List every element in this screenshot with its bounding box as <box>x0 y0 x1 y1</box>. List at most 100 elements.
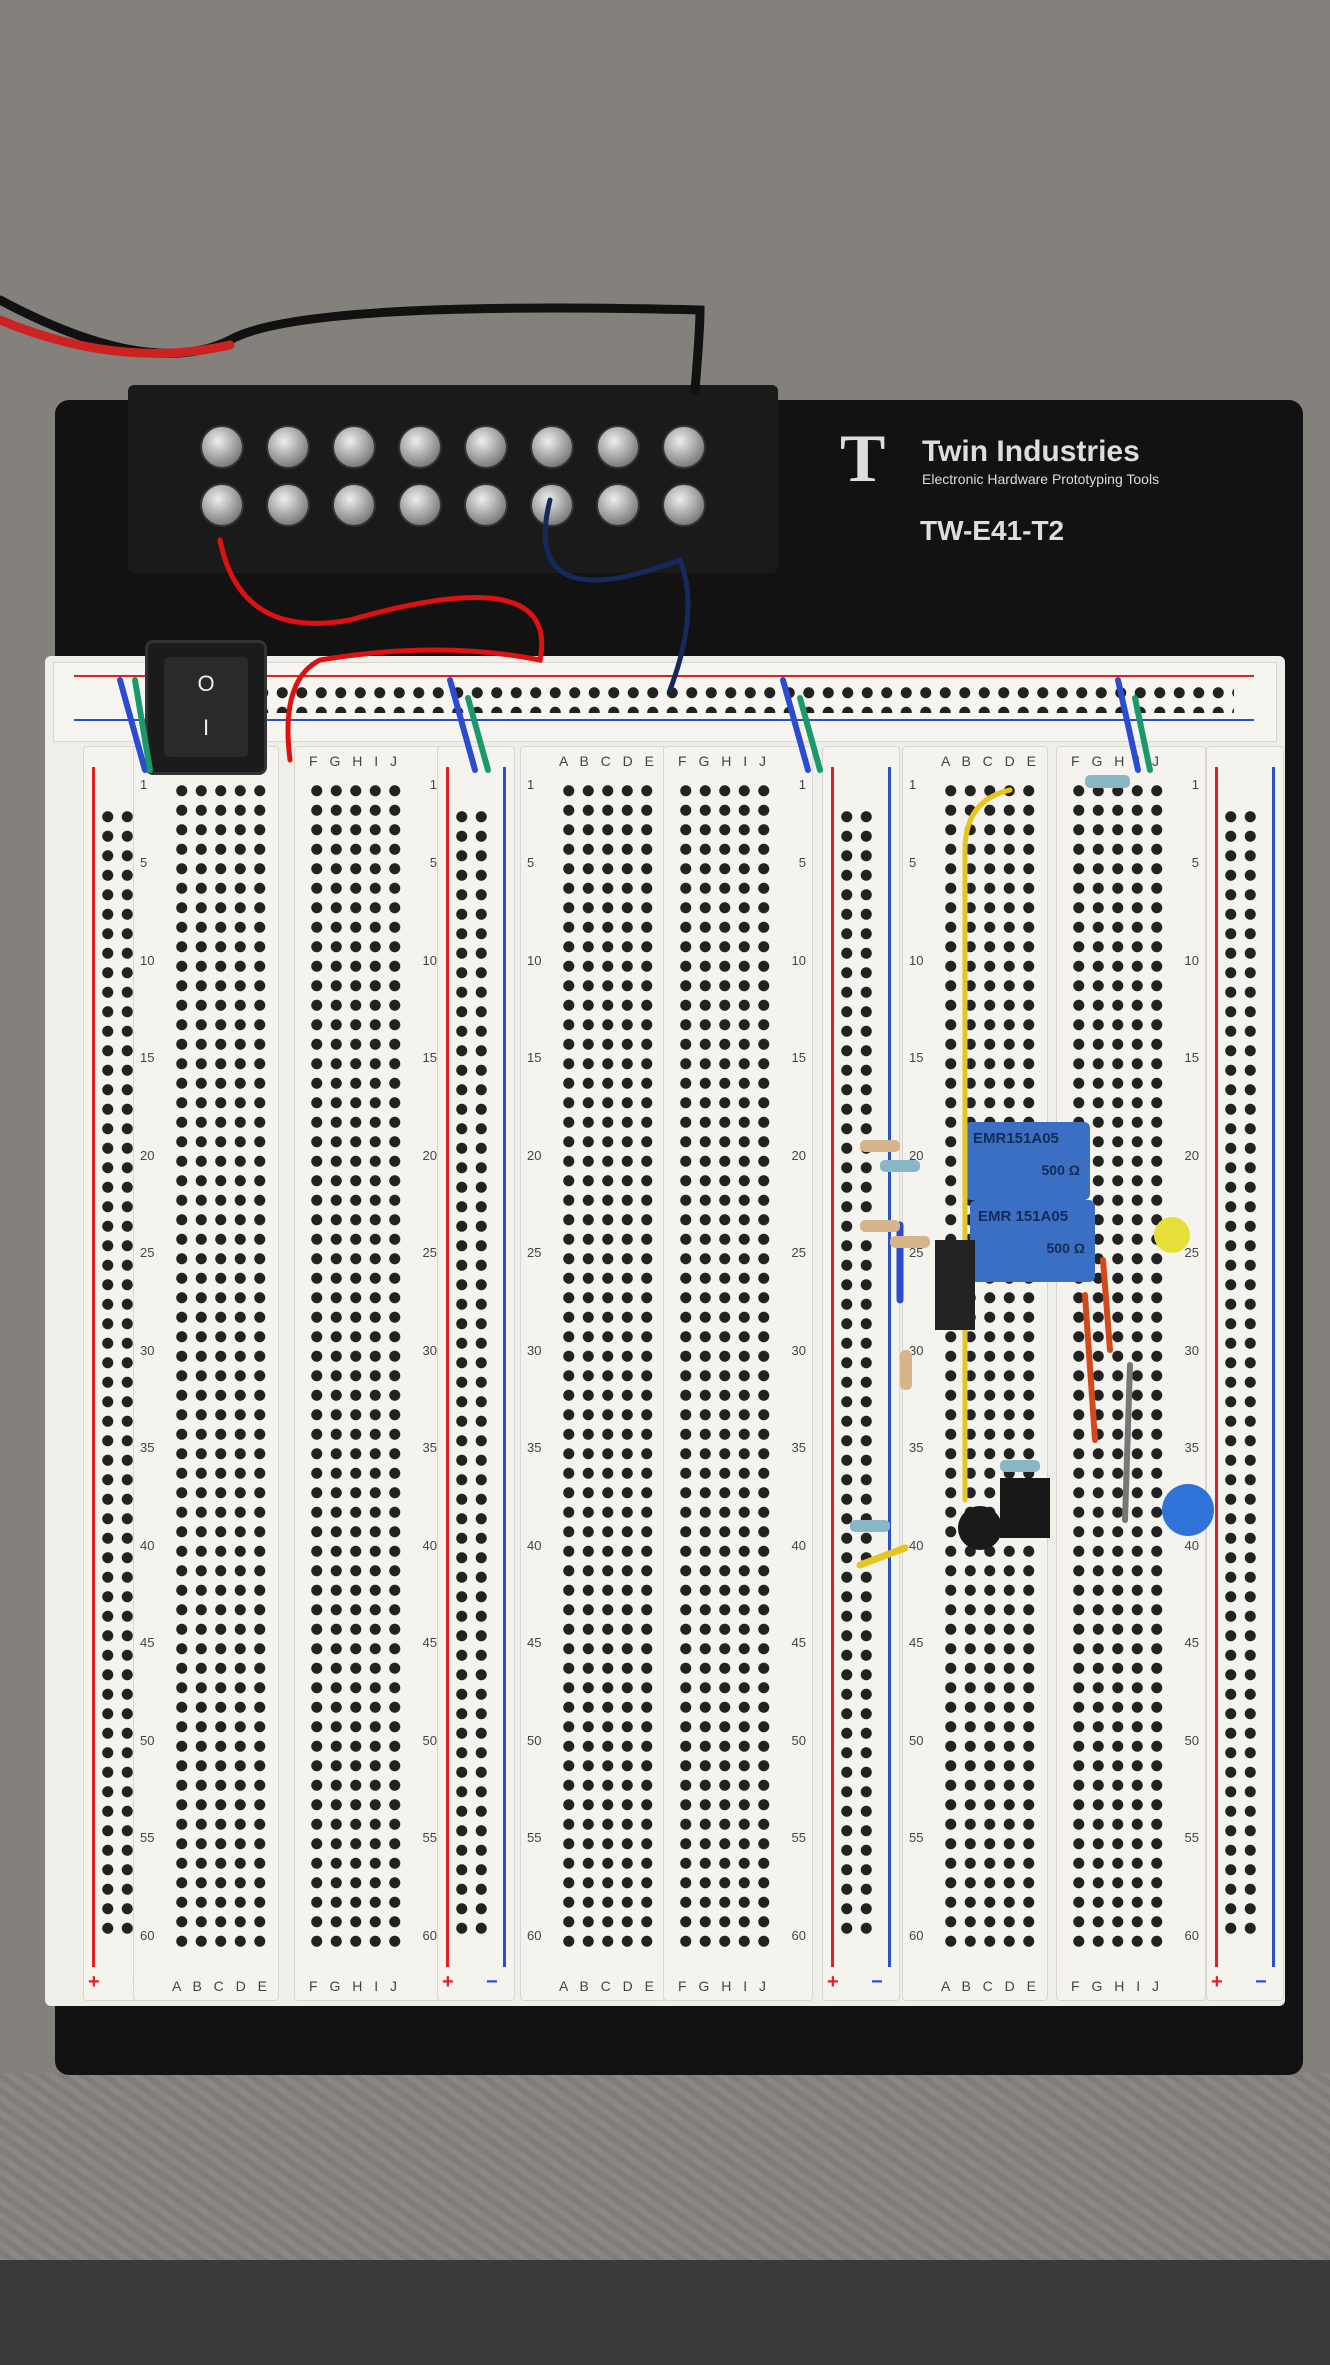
power-holes <box>214 683 1234 713</box>
contact-holes <box>452 807 494 1937</box>
row-number: 35 <box>909 1440 924 1455</box>
row-number: 1 <box>798 777 806 792</box>
row-number: 50 <box>909 1732 924 1748</box>
contact-holes <box>307 781 405 1951</box>
terminal-screw <box>530 483 574 527</box>
row-number: 5 <box>1191 855 1199 870</box>
row-number: 15 <box>527 1050 542 1065</box>
row-number: 50 <box>527 1732 542 1748</box>
terminal-screw <box>200 425 244 469</box>
row-number: 40 <box>791 1537 806 1553</box>
row-number: 35 <box>422 1440 437 1455</box>
row-number: 30 <box>791 1342 806 1358</box>
contact-holes <box>837 807 879 1937</box>
blue-jumper-wire <box>542 497 691 693</box>
row-number: 10 <box>527 952 542 968</box>
red-rail-line <box>446 767 449 1967</box>
blue-rail-line <box>888 767 891 1967</box>
yellow-jumper-wire <box>962 787 1013 1503</box>
plus-label: + <box>827 1971 839 1993</box>
row-number: 60 <box>422 1927 437 1943</box>
row-number: 60 <box>791 1927 806 1943</box>
logo-mark: T <box>840 420 886 496</box>
row-number: 25 <box>140 1245 155 1260</box>
ic-chip <box>1000 1478 1050 1538</box>
blue-rail-line <box>503 767 506 1967</box>
row-number: 45 <box>422 1635 437 1650</box>
red-rail-line <box>831 767 834 1967</box>
breadboard: +−A B C D EA B C D E15101520253035404550… <box>45 656 1285 2006</box>
row-number: 15 <box>791 1050 806 1065</box>
contact-holes <box>1221 807 1263 1937</box>
row-number: 1 <box>909 777 917 792</box>
row-number: 55 <box>909 1830 924 1845</box>
column-labels: F G H I J <box>309 753 401 769</box>
column-labels: A B C D E <box>172 1978 272 1994</box>
terminal-screw <box>464 425 508 469</box>
row-number: 20 <box>422 1147 437 1163</box>
relay-rating-label: 500 Ω <box>1046 1240 1085 1256</box>
terminal-screw <box>332 425 376 469</box>
row-number: 40 <box>909 1537 924 1553</box>
row-number: 55 <box>140 1830 155 1845</box>
row-number: 50 <box>140 1732 155 1748</box>
row-number: 30 <box>140 1342 155 1358</box>
row-number: 50 <box>1184 1732 1199 1748</box>
row-number: 15 <box>1184 1050 1199 1065</box>
plus-label: + <box>442 1971 454 1993</box>
power-rail-strip: +− <box>437 746 515 2001</box>
row-number: 30 <box>422 1342 437 1358</box>
row-number: 35 <box>140 1440 155 1455</box>
column-labels: A B C D E <box>559 753 659 769</box>
relay-part-label: EMR 151A05 <box>978 1208 1069 1225</box>
row-number: 25 <box>791 1245 806 1260</box>
terminal-screw <box>398 483 442 527</box>
relay-rating-label: 500 Ω <box>1041 1162 1080 1178</box>
row-number: 45 <box>140 1635 155 1650</box>
minus-label: − <box>1255 1971 1267 1993</box>
terminal-screw <box>200 483 244 527</box>
terminal-screw <box>662 483 706 527</box>
red-lead-wire <box>0 315 235 358</box>
red-jumper-wire <box>217 537 545 763</box>
row-number: 20 <box>791 1147 806 1163</box>
terminal-screw <box>398 425 442 469</box>
row-number: 15 <box>422 1050 437 1065</box>
row-number: 10 <box>422 952 437 968</box>
contact-holes <box>676 781 774 1951</box>
row-number: 5 <box>429 855 437 870</box>
column-labels: A B C D E <box>941 1978 1041 1994</box>
row-number: 55 <box>527 1830 542 1845</box>
plus-label: + <box>88 1971 100 1993</box>
row-number: 55 <box>791 1830 806 1845</box>
row-number: 10 <box>909 952 924 968</box>
row-number: 45 <box>909 1635 924 1650</box>
column-labels: A B C D E <box>941 753 1041 769</box>
voltage-regulator <box>935 1240 975 1330</box>
terminal-screw <box>530 425 574 469</box>
row-number: 5 <box>140 855 148 870</box>
blue-rail-line <box>1272 767 1275 1967</box>
row-number: 60 <box>909 1927 924 1943</box>
column-labels: F G H I J <box>678 1978 770 1994</box>
model-number: TW-E41-T2 <box>920 515 1065 546</box>
row-number: 5 <box>909 855 917 870</box>
relay-2: EMR 151A05 500 Ω <box>970 1200 1095 1282</box>
brand-tagline: Electronic Hardware Prototyping Tools <box>922 471 1160 487</box>
row-number: 60 <box>1184 1927 1199 1943</box>
row-number: 45 <box>791 1635 806 1650</box>
terminal-screw <box>596 425 640 469</box>
row-number: 40 <box>527 1537 542 1553</box>
power-rail-strip: +− <box>1206 746 1284 2001</box>
resistors <box>850 775 1130 1532</box>
row-number: 5 <box>798 855 806 870</box>
contact-holes <box>941 781 1039 1951</box>
brand-name: Twin Industries <box>922 435 1140 468</box>
red-rail-line <box>74 675 1254 677</box>
electrolytic-capacitor <box>958 1506 1002 1550</box>
row-number: 15 <box>140 1050 155 1065</box>
row-number: 50 <box>422 1732 437 1748</box>
